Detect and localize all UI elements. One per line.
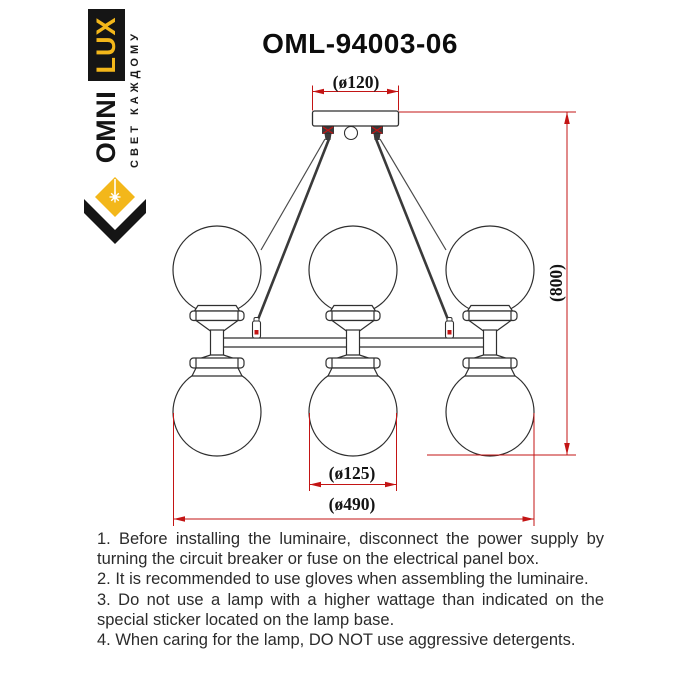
globe-bottom-left: [172, 367, 262, 457]
installation-instructions: 1. Before installing the luminaire, disc…: [97, 529, 604, 650]
dimension-globe-diameter: [309, 413, 397, 491]
lamp-column-left: [189, 304, 245, 377]
dimension-canopy-diameter: [312, 85, 399, 111]
model-number-title: OML-94003-06: [262, 28, 458, 59]
globe-top-right: [445, 225, 535, 315]
globe-top-center: [308, 225, 398, 315]
lamp-columns: [189, 304, 518, 377]
canopy-center-knob: [343, 125, 359, 141]
brand-diamond-logo-icon: [84, 177, 146, 244]
canopy-hangers: [322, 125, 383, 140]
glass-globes: [172, 225, 535, 457]
ceiling-canopy: [311, 110, 400, 141]
lamp-column-right: [462, 304, 518, 377]
instruction-item-1: 1. Before installing the luminaire, disc…: [97, 530, 604, 569]
globe-bottom-center: [308, 367, 398, 457]
wire-fittings: [251, 317, 455, 339]
instruction-item-3: 3. Do not use a lamp with a higher watta…: [97, 590, 604, 629]
lamp-column-center: [325, 304, 381, 377]
instruction-item-4: 4. When caring for the lamp, DO NOT use …: [97, 631, 576, 650]
suspension-wires: [255, 138, 451, 323]
logo-starburst-core: [112, 194, 118, 200]
dim-label-overall-width: (ø490): [329, 494, 376, 514]
globe-bottom-right: [445, 367, 535, 457]
instruction-item-2: 2. It is recommended to use gloves when …: [97, 570, 589, 589]
dimension-overall-height: [399, 111, 576, 456]
globe-top-left: [172, 225, 262, 315]
dim-label-globe-diameter: (ø125): [329, 463, 376, 483]
logo-chevron: [84, 199, 146, 244]
dim-label-overall-height: (800): [546, 264, 566, 302]
dimension-overall-width: [173, 413, 535, 526]
dim-label-canopy-diameter: (ø120): [333, 72, 380, 92]
